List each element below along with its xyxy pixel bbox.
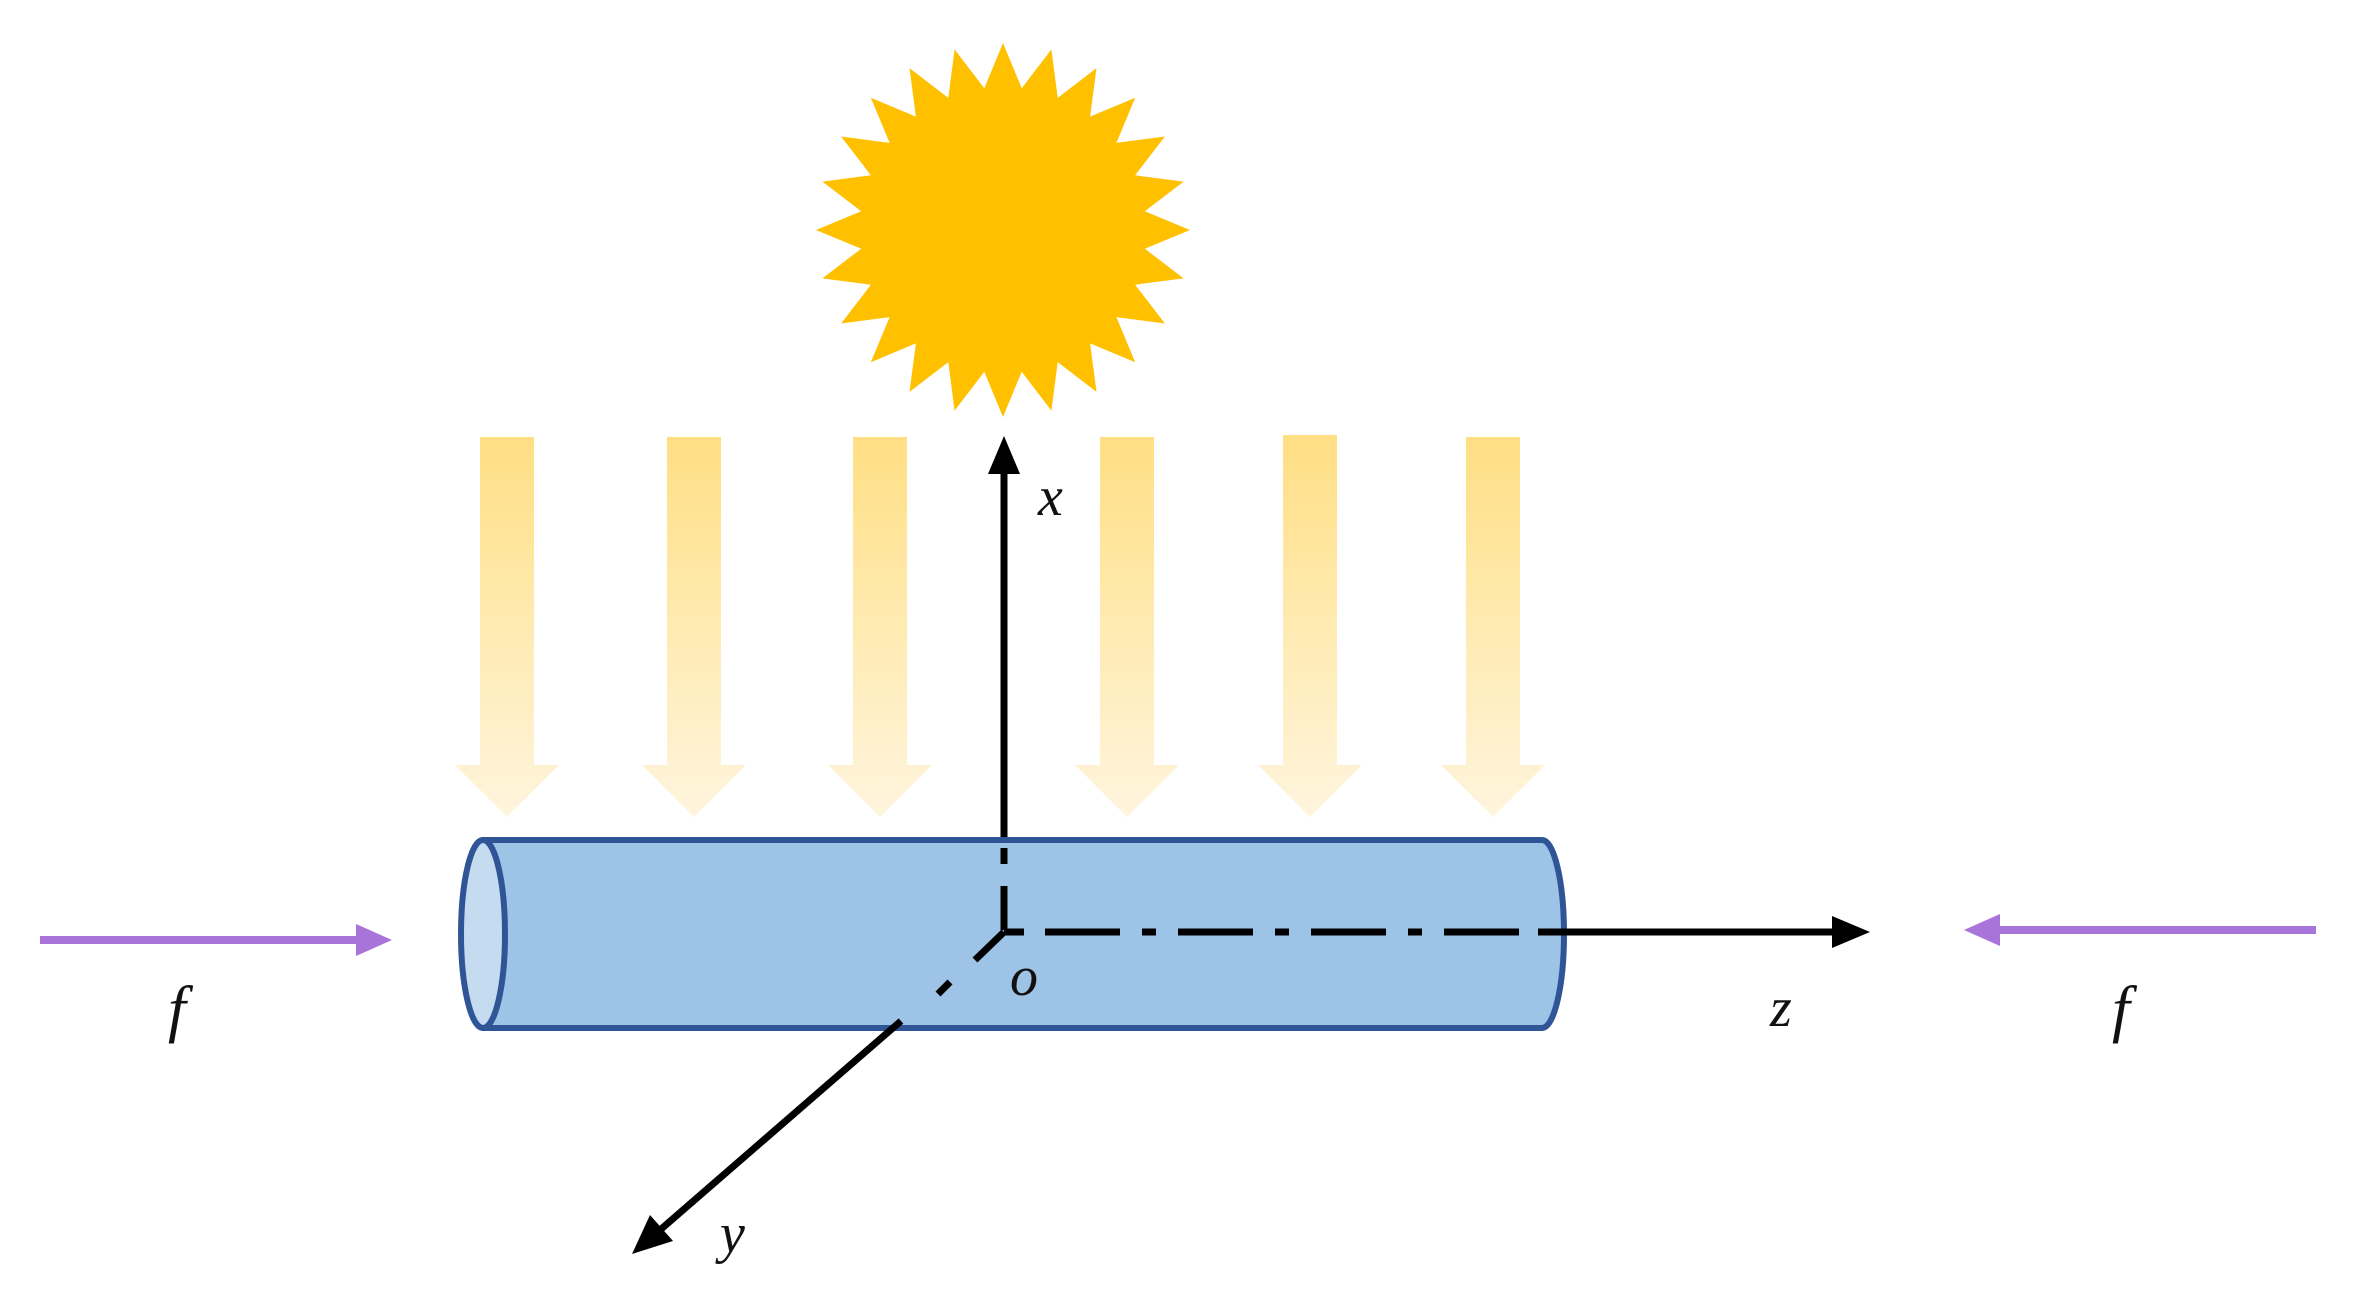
light-ray-arrow: [455, 437, 559, 817]
force-arrow-left: [40, 924, 392, 956]
hidden-axes: [935, 848, 1562, 997]
y-axis-label: y: [715, 1203, 745, 1265]
x-axis: [988, 436, 1020, 840]
z-axis-label: z: [1769, 977, 1792, 1039]
force-label-right: f: [2112, 973, 2138, 1044]
sun-icon: [816, 43, 1190, 417]
force-arrow-right: [1964, 914, 2316, 946]
z-axis: [1562, 916, 1870, 948]
light-rays: [455, 435, 1545, 817]
rod-end-face: [458, 837, 508, 1031]
light-ray-arrow: [1075, 437, 1179, 817]
light-ray-arrow: [1441, 437, 1545, 817]
origin-label: o: [1010, 946, 1038, 1008]
light-ray-arrow: [828, 437, 932, 817]
light-ray-arrow: [1258, 435, 1362, 817]
light-ray-arrow: [642, 437, 746, 817]
force-label-left: f: [168, 973, 194, 1044]
x-axis-label: x: [1037, 466, 1063, 528]
y-axis: [632, 1018, 904, 1254]
